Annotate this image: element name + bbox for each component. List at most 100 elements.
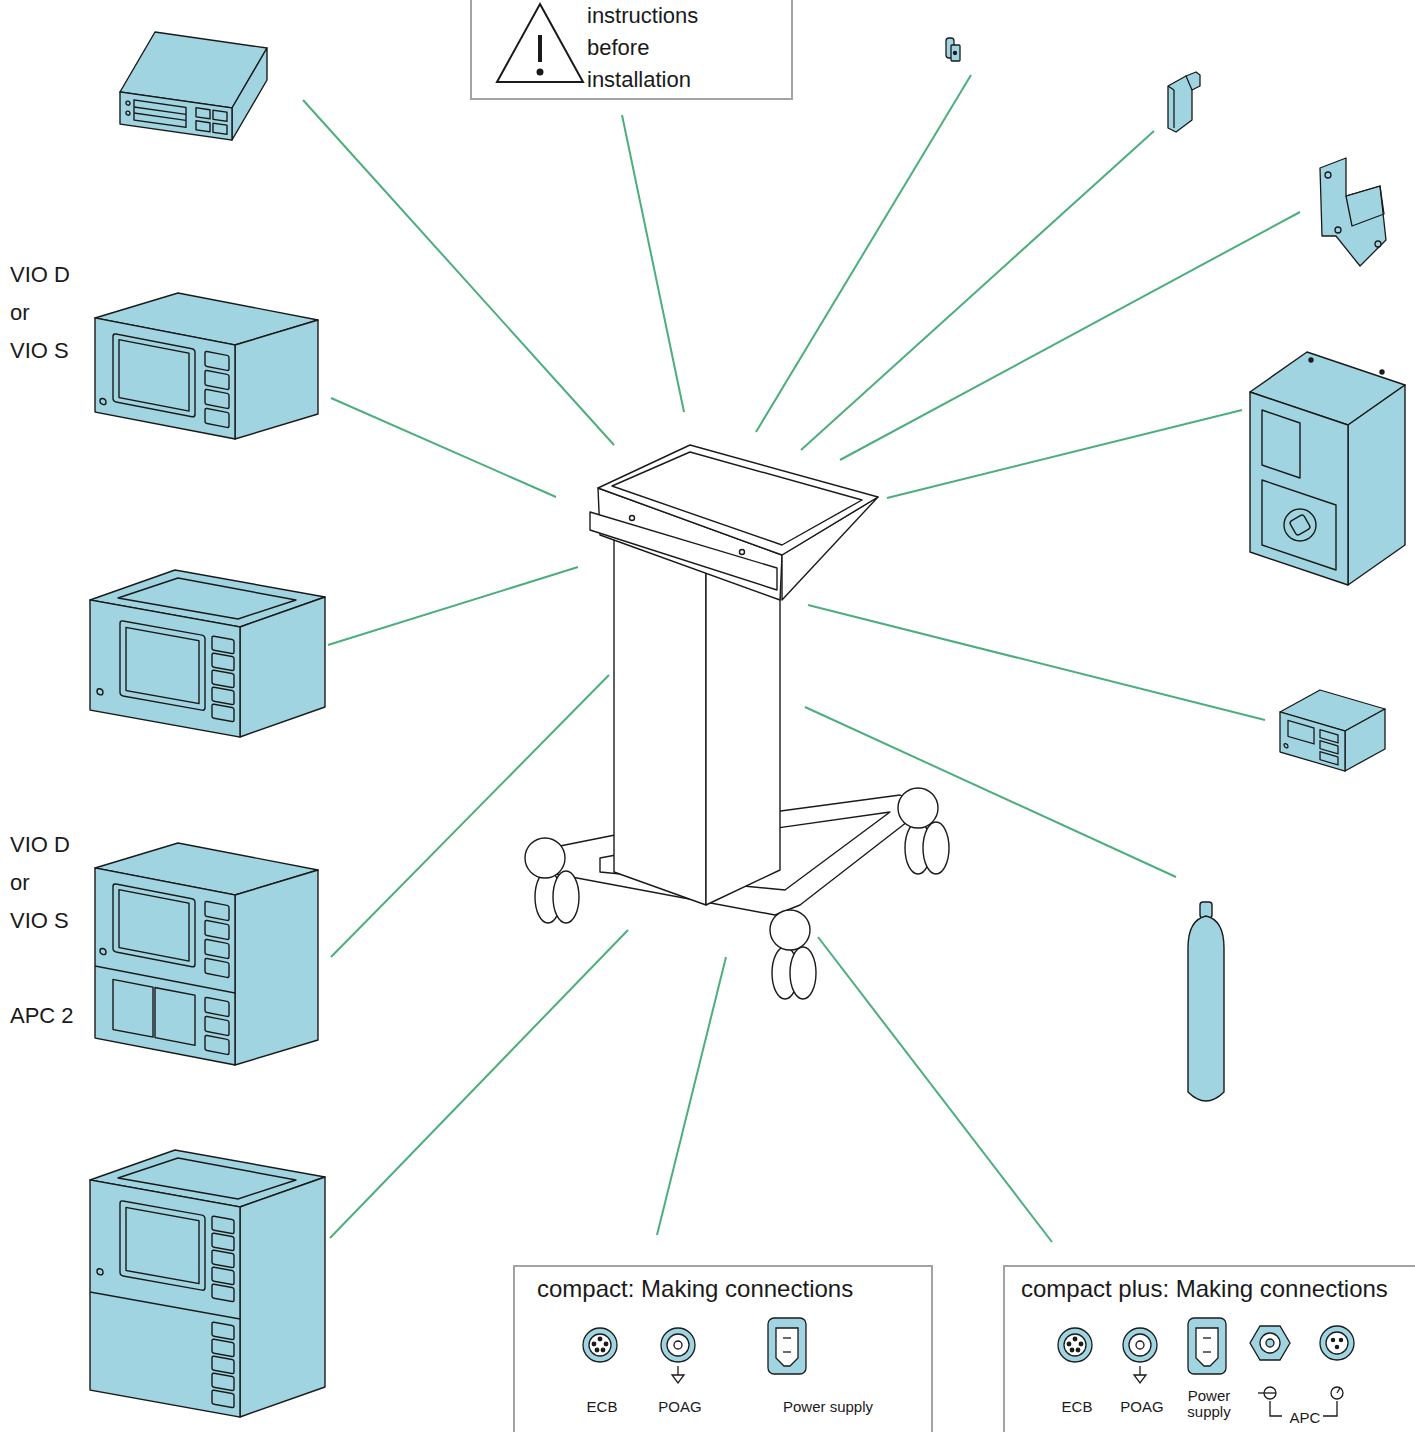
holder-part: [1375, 241, 1381, 247]
device-vio-apc: [205, 1035, 229, 1055]
device-large-stack: [212, 1250, 234, 1268]
module-box: [1289, 514, 1311, 536]
device-large-stack: [120, 1200, 205, 1290]
device-vio: [119, 340, 189, 411]
cart: [630, 516, 635, 521]
hook-part: [954, 52, 957, 55]
device-vio-apc: [95, 843, 318, 1065]
device-large-stack: [90, 1180, 240, 1417]
device-large-stack: [90, 1150, 325, 1417]
connector-icons-plus: [1339, 1338, 1342, 1341]
connector-icons-plus: [1196, 1328, 1218, 1366]
holder-part: [1335, 227, 1341, 233]
device-vio: [95, 318, 235, 439]
device-vio-apc: [235, 870, 318, 1065]
connector-icons: [672, 1375, 684, 1383]
module-box: [1262, 480, 1336, 570]
warning-symbol: [538, 70, 543, 75]
device-small: [196, 121, 210, 132]
device-compact: [1345, 709, 1385, 771]
device-vio-apc: [205, 939, 229, 959]
device-vio: [205, 389, 229, 409]
device-small: [213, 110, 227, 121]
leader-lines: [808, 605, 1265, 720]
connector-icons: [783, 1337, 791, 1338]
device-vio: [113, 333, 195, 417]
leader-lines: [818, 937, 1052, 1242]
device-large: [120, 620, 205, 710]
connector-icons: [677, 1366, 678, 1375]
box-heading: compact plus: Making connections: [1021, 1275, 1388, 1303]
device-small: [120, 92, 232, 140]
connector-label: Power supply: [783, 1398, 873, 1415]
bracket-part: [1173, 90, 1174, 128]
cart: [770, 910, 810, 950]
connector-label: POAG: [658, 1398, 701, 1415]
leader-lines: [756, 75, 971, 432]
cart: [590, 512, 777, 590]
device-vio: [235, 320, 318, 439]
connector-icons-plus: [1337, 1388, 1340, 1393]
device-label: VIO D or VIO S: [10, 256, 71, 370]
device-vio-apc: [95, 868, 235, 1065]
connector-icons-plus: [1123, 1328, 1157, 1362]
connector-icons-plus: [1079, 1342, 1083, 1346]
leader-lines: [303, 75, 1300, 1242]
connector-icons: [661, 1328, 695, 1362]
device-large: [240, 597, 325, 737]
cart: [790, 947, 816, 999]
connector-label: APC: [1290, 1409, 1321, 1426]
leader-lines: [331, 675, 609, 957]
leader-lines: [331, 398, 556, 497]
device-large-stack: [212, 1322, 234, 1340]
module-box: [1348, 385, 1405, 585]
device-vio-apc: [205, 901, 229, 921]
text-box: instructions before installation: [470, 0, 793, 100]
connector-icons-plus: [1260, 1333, 1280, 1353]
device-small: [134, 100, 186, 127]
connector-icons: [768, 1318, 806, 1374]
bracket-part: [1168, 86, 1174, 90]
leader-lines: [887, 410, 1242, 498]
connector-icons: [598, 1337, 602, 1341]
connector-icons: [583, 1318, 806, 1383]
device-vio-apc: [119, 890, 189, 961]
cart: [898, 788, 938, 828]
module-box: [1250, 392, 1348, 585]
device-vio: [205, 408, 229, 428]
device-large: [126, 627, 199, 703]
device-vio: [205, 351, 229, 371]
leader-lines: [303, 100, 614, 445]
device-small: [126, 101, 130, 106]
device-large-stack: [126, 1207, 199, 1283]
connector-icons-plus: [1335, 1345, 1338, 1348]
connector-icons: [776, 1328, 798, 1366]
device-small: [134, 107, 186, 114]
device-large: [212, 653, 234, 671]
device-vio-apc: [205, 920, 229, 940]
device-compact: [1284, 743, 1288, 748]
device-small: [120, 92, 232, 140]
cart: [525, 445, 949, 999]
device-compact: [1288, 720, 1314, 744]
device-large-stack: [212, 1267, 234, 1285]
box-heading: compact: Making connections: [537, 1275, 853, 1303]
bracket-part: [1168, 72, 1200, 132]
gas-bottle: [1188, 902, 1224, 1101]
connector-label: POAG: [1120, 1398, 1163, 1415]
device-vio-apc: [205, 997, 229, 1017]
device-vio-apc: [155, 988, 195, 1046]
box-heading: instructions before installation: [587, 0, 752, 96]
device-large-stack: [212, 1339, 234, 1357]
connector-icons-plus: [1266, 1339, 1274, 1347]
leader-lines: [840, 212, 1300, 460]
connector-icons-plus: [1250, 1326, 1290, 1360]
device-vio: [95, 318, 235, 439]
leader-lines: [801, 131, 1154, 450]
connector-icons-plus: [1331, 1338, 1334, 1341]
connector-icons-plus: [1136, 1341, 1144, 1349]
connector-icons: [674, 1341, 682, 1349]
device-compact: [1280, 712, 1345, 771]
